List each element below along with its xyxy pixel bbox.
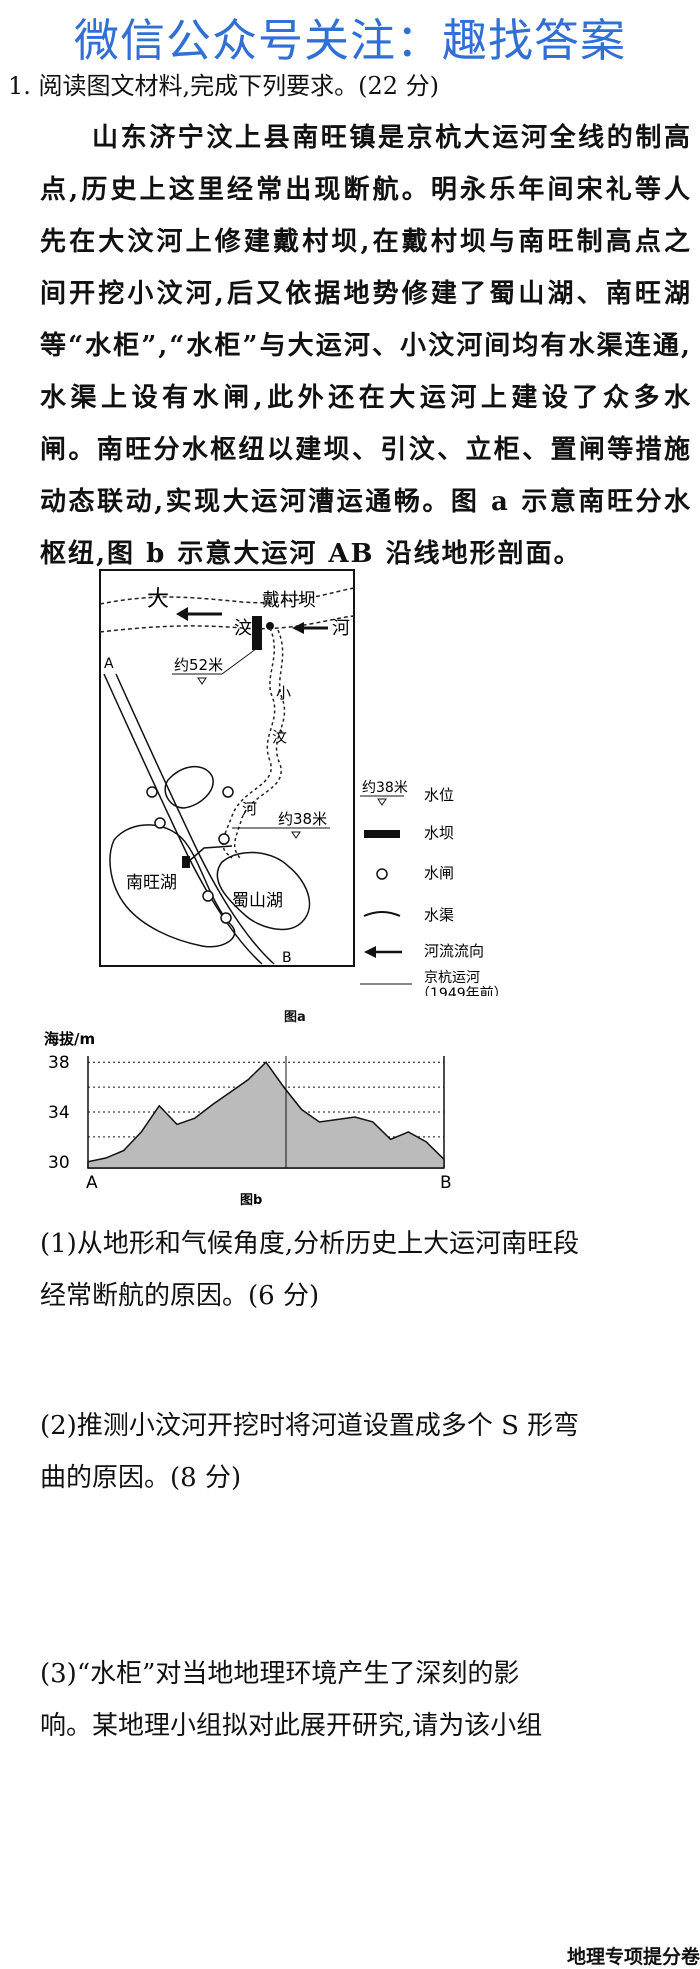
legend-level-label: 约38米 [362,780,408,796]
profile-ytick-38: 38 [48,1053,70,1073]
legend-water-level: 水位 [424,786,454,804]
nanwang-lake-label: 南旺湖 [126,873,177,893]
subquestion-2: (2)推测小汶河开挖时将河道设置成多个 S 形弯曲的原因。(8 分) [40,1400,690,1504]
profile-area [87,1061,445,1169]
small-wen-3: 河 [242,800,257,818]
question-heading: 1. 阅读图文材料,完成下列要求。(22 分) [8,72,440,100]
point-b: B [282,950,292,966]
legend-dam: 水坝 [424,824,454,842]
profile-ytick-34: 34 [48,1103,70,1123]
subquestion-line: 经常断航的原因。(6 分) [40,1281,320,1311]
river-label: 河 [332,618,350,639]
legend-flow: 河流流向 [424,942,484,960]
figure-a-map: 大 戴村坝 汶 河 约52米 小 汶 河 A B 南旺湖 蜀山湖 约38米 约3… [99,569,508,996]
small-wen-1: 小 [276,684,291,702]
legend-sluice: 水闸 [424,864,454,882]
figure-b-profile: 海拔/m 38 34 30 A B 图b [44,1030,452,1208]
subquestion-line: (1)从地形和气候角度,分析历史上大运河南旺段 [40,1229,580,1259]
dam-label: 戴村坝 [262,590,316,611]
material-text: 山东济宁汶上县南旺镇是京杭大运河全线的制高点,历史上这里经常出现断航。明永乐年间… [40,123,692,569]
profile-ylabel: 海拔/m [44,1030,95,1048]
legend-before-1949: （1949年前） [416,985,508,996]
footer: 地理专项提分卷 [566,1946,700,1968]
subquestion-line: 响。某地理小组拟对此展开研究,请为该小组 [40,1711,543,1741]
watermark: 微信公众号关注：趣找答案 [73,14,626,67]
level-38-map-label: 约38米 [278,810,327,828]
subquestion-line: 曲的原因。(8 分) [40,1463,242,1493]
level-52-label: 约52米 [174,656,223,674]
subquestion-line: (2)推测小汶河开挖时将河道设置成多个 S 形弯 [40,1411,580,1441]
figure-b-caption: 图b [240,1193,262,1208]
profile-xlabel-a: A [86,1173,98,1193]
profile-xlabel-b: B [440,1173,452,1193]
legend-canal: 水渠 [424,906,454,924]
small-wen-2: 汶 [272,728,287,746]
wen-label: 汶 [234,618,252,639]
profile-ytick-30: 30 [48,1153,70,1173]
subquestion-line: (3)“水柜”对当地地理环境产生了深刻的影 [40,1659,520,1689]
subquestion-1: (1)从地形和气候角度,分析历史上大运河南旺段经常断航的原因。(6 分) [40,1218,690,1322]
figure-a-caption: 图a [284,1010,306,1025]
shushan-lake-label: 蜀山湖 [232,891,283,911]
legend-grand-canal: 京杭运河 [424,970,480,986]
dai-village-dam [252,616,262,650]
material-paragraph: 山东济宁汶上县南旺镇是京杭大运河全线的制高点,历史上这里经常出现断航。明永乐年间… [40,112,692,580]
point-a: A [104,656,114,672]
da-label: 大 [147,587,169,612]
subquestion-3: (3)“水柜”对当地地理环境产生了深刻的影响。某地理小组拟对此展开研究,请为该小… [40,1648,690,1752]
